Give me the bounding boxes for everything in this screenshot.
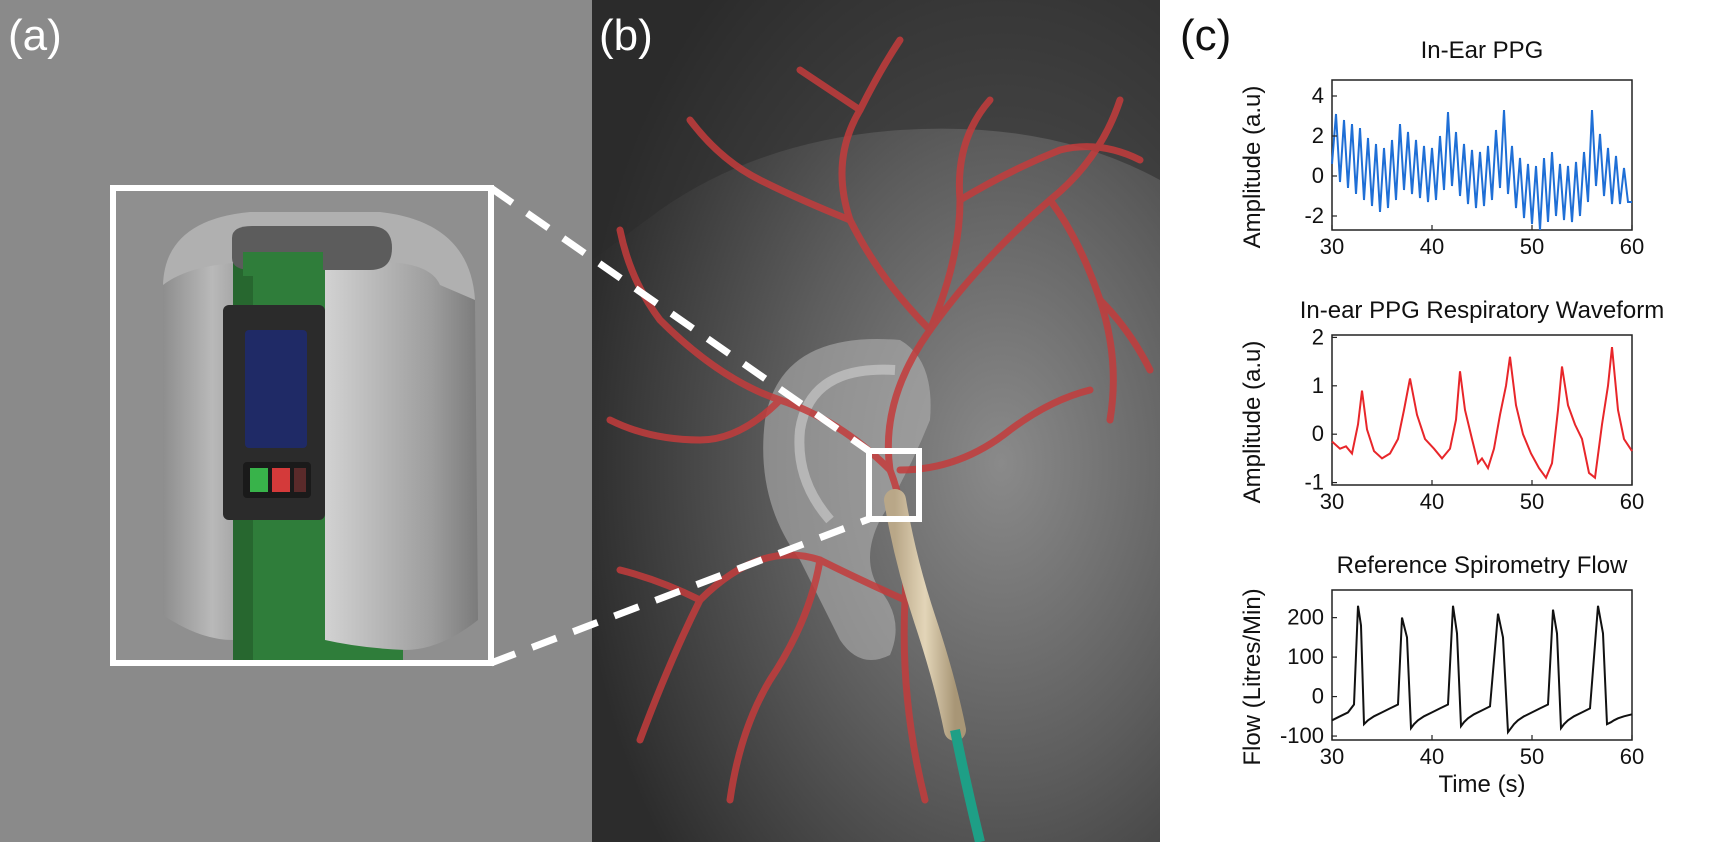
ear-tip-right-half — [325, 222, 478, 650]
chart-title: In-ear PPG Respiratory Waveform — [1300, 297, 1665, 324]
y-tick-label: 2 — [1312, 324, 1324, 349]
chart-1: In-Ear PPG 30 40 50 60 -2 0 2 4 Amplitude (a.u) — [1239, 37, 1644, 259]
y-tick-label: 0 — [1312, 684, 1324, 709]
y-tick-label: 100 — [1287, 644, 1324, 669]
y-tick-label: 200 — [1287, 605, 1324, 630]
chart-title: Reference Spirometry Flow — [1337, 552, 1628, 579]
led-green — [250, 468, 268, 492]
chart-3: Reference Spirometry Flow 30 40 50 60 -100 0 10… — [1239, 552, 1644, 798]
led-infrared — [294, 468, 306, 492]
x-tick-label: 30 — [1320, 234, 1344, 259]
y-axis-label: Flow (Litres/Min) — [1239, 588, 1266, 765]
chart-series-line — [1331, 605, 1633, 735]
panel-b-label: (b) — [599, 11, 653, 60]
y-tick-label: -100 — [1280, 723, 1324, 748]
led-red — [272, 468, 290, 492]
y-tick-label: 0 — [1312, 163, 1324, 188]
zoom-connectors — [489, 185, 871, 667]
x-tick-label: 60 — [1620, 744, 1644, 769]
chart-axes-box — [1331, 334, 1633, 486]
x-tick-label: 50 — [1520, 234, 1544, 259]
sensor-render — [110, 185, 494, 666]
y-tick-label: 1 — [1312, 373, 1324, 398]
panel-a: (a) — [0, 0, 592, 842]
y-tick-label: 4 — [1312, 83, 1324, 108]
x-tick-label: 30 — [1320, 744, 1344, 769]
inset-frame — [110, 185, 494, 666]
y-tick-label: 0 — [1312, 421, 1324, 446]
x-tick-label: 60 — [1620, 489, 1644, 514]
y-tick-label: 2 — [1312, 123, 1324, 148]
x-axis-label: Time (s) — [1438, 771, 1525, 798]
x-tick-label: 40 — [1420, 744, 1444, 769]
panel-b: (b) — [592, 0, 1160, 842]
chart-axes-box — [1331, 589, 1633, 741]
ear-zoom-box — [866, 448, 922, 522]
flex-cable-top — [243, 252, 323, 276]
y-axis-label: Amplitude (a.u) — [1239, 86, 1266, 249]
y-axis-label: Amplitude (a.u) — [1239, 341, 1266, 504]
x-tick-label: 50 — [1520, 489, 1544, 514]
sensor-wire-green — [950, 729, 985, 842]
y-tick-label: -2 — [1304, 203, 1324, 228]
hair-shadow — [592, 0, 1160, 260]
x-tick-label: 50 — [1520, 744, 1544, 769]
photodetector — [245, 330, 307, 448]
x-tick-label: 60 — [1620, 234, 1644, 259]
x-tick-label: 30 — [1320, 489, 1344, 514]
chart-2: In-ear PPG Respiratory Waveform 30 40 50 60 -… — [1239, 297, 1664, 514]
panel-c-label: (c) — [1180, 11, 1231, 60]
chart-title: In-Ear PPG — [1421, 37, 1544, 64]
sensor-wire — [884, 489, 966, 741]
chart-series-line — [1331, 109, 1632, 231]
x-tick-label: 40 — [1420, 234, 1444, 259]
chart-series-line — [1331, 346, 1633, 480]
y-tick-label: -1 — [1304, 470, 1324, 495]
x-tick-label: 40 — [1420, 489, 1444, 514]
panel-a-label: (a) — [8, 11, 62, 60]
ear-inner — [794, 364, 896, 524]
